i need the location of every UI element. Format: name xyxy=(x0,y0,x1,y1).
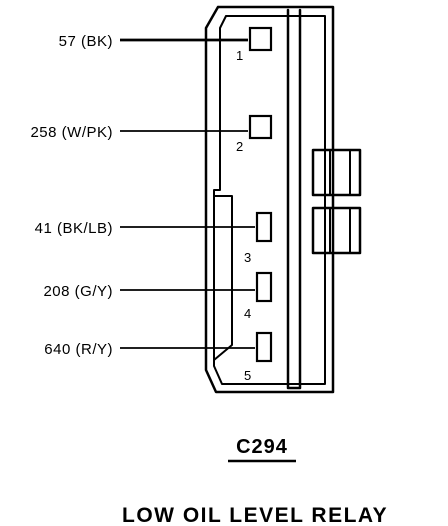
connector-inner-shell xyxy=(213,15,326,385)
pin-number-2: 2 xyxy=(236,139,243,154)
terminal-3 xyxy=(255,211,273,243)
diagram-caption: LOW OIL LEVEL RELAY xyxy=(122,504,388,526)
terminal-1 xyxy=(248,26,273,52)
wire-label-5: 640 (R/Y) xyxy=(44,341,113,358)
wire-label-2: 258 (W/PK) xyxy=(30,124,113,141)
locking-tab-upper xyxy=(311,148,362,197)
connector-body xyxy=(204,5,362,394)
wire-label-4: 208 (G/Y) xyxy=(43,283,113,300)
connector-outer-shell xyxy=(204,5,335,394)
cavity-guide xyxy=(213,195,233,361)
pin-number-1: 1 xyxy=(236,48,243,63)
terminal-5 xyxy=(255,331,273,363)
terminal-2 xyxy=(248,114,273,140)
terminals xyxy=(248,26,273,363)
connector-id: C294 xyxy=(236,436,288,458)
wire-label-3: 41 (BK/LB) xyxy=(35,220,113,237)
pin-number-4: 4 xyxy=(244,306,251,321)
wire-label-1: 57 (BK) xyxy=(59,33,113,50)
connector-latch-bar xyxy=(286,8,302,390)
pin-number-5: 5 xyxy=(244,368,251,383)
pin-number-3: 3 xyxy=(244,250,251,265)
wires xyxy=(120,38,255,349)
locking-tab-lower xyxy=(311,206,362,255)
terminal-4 xyxy=(255,271,273,303)
